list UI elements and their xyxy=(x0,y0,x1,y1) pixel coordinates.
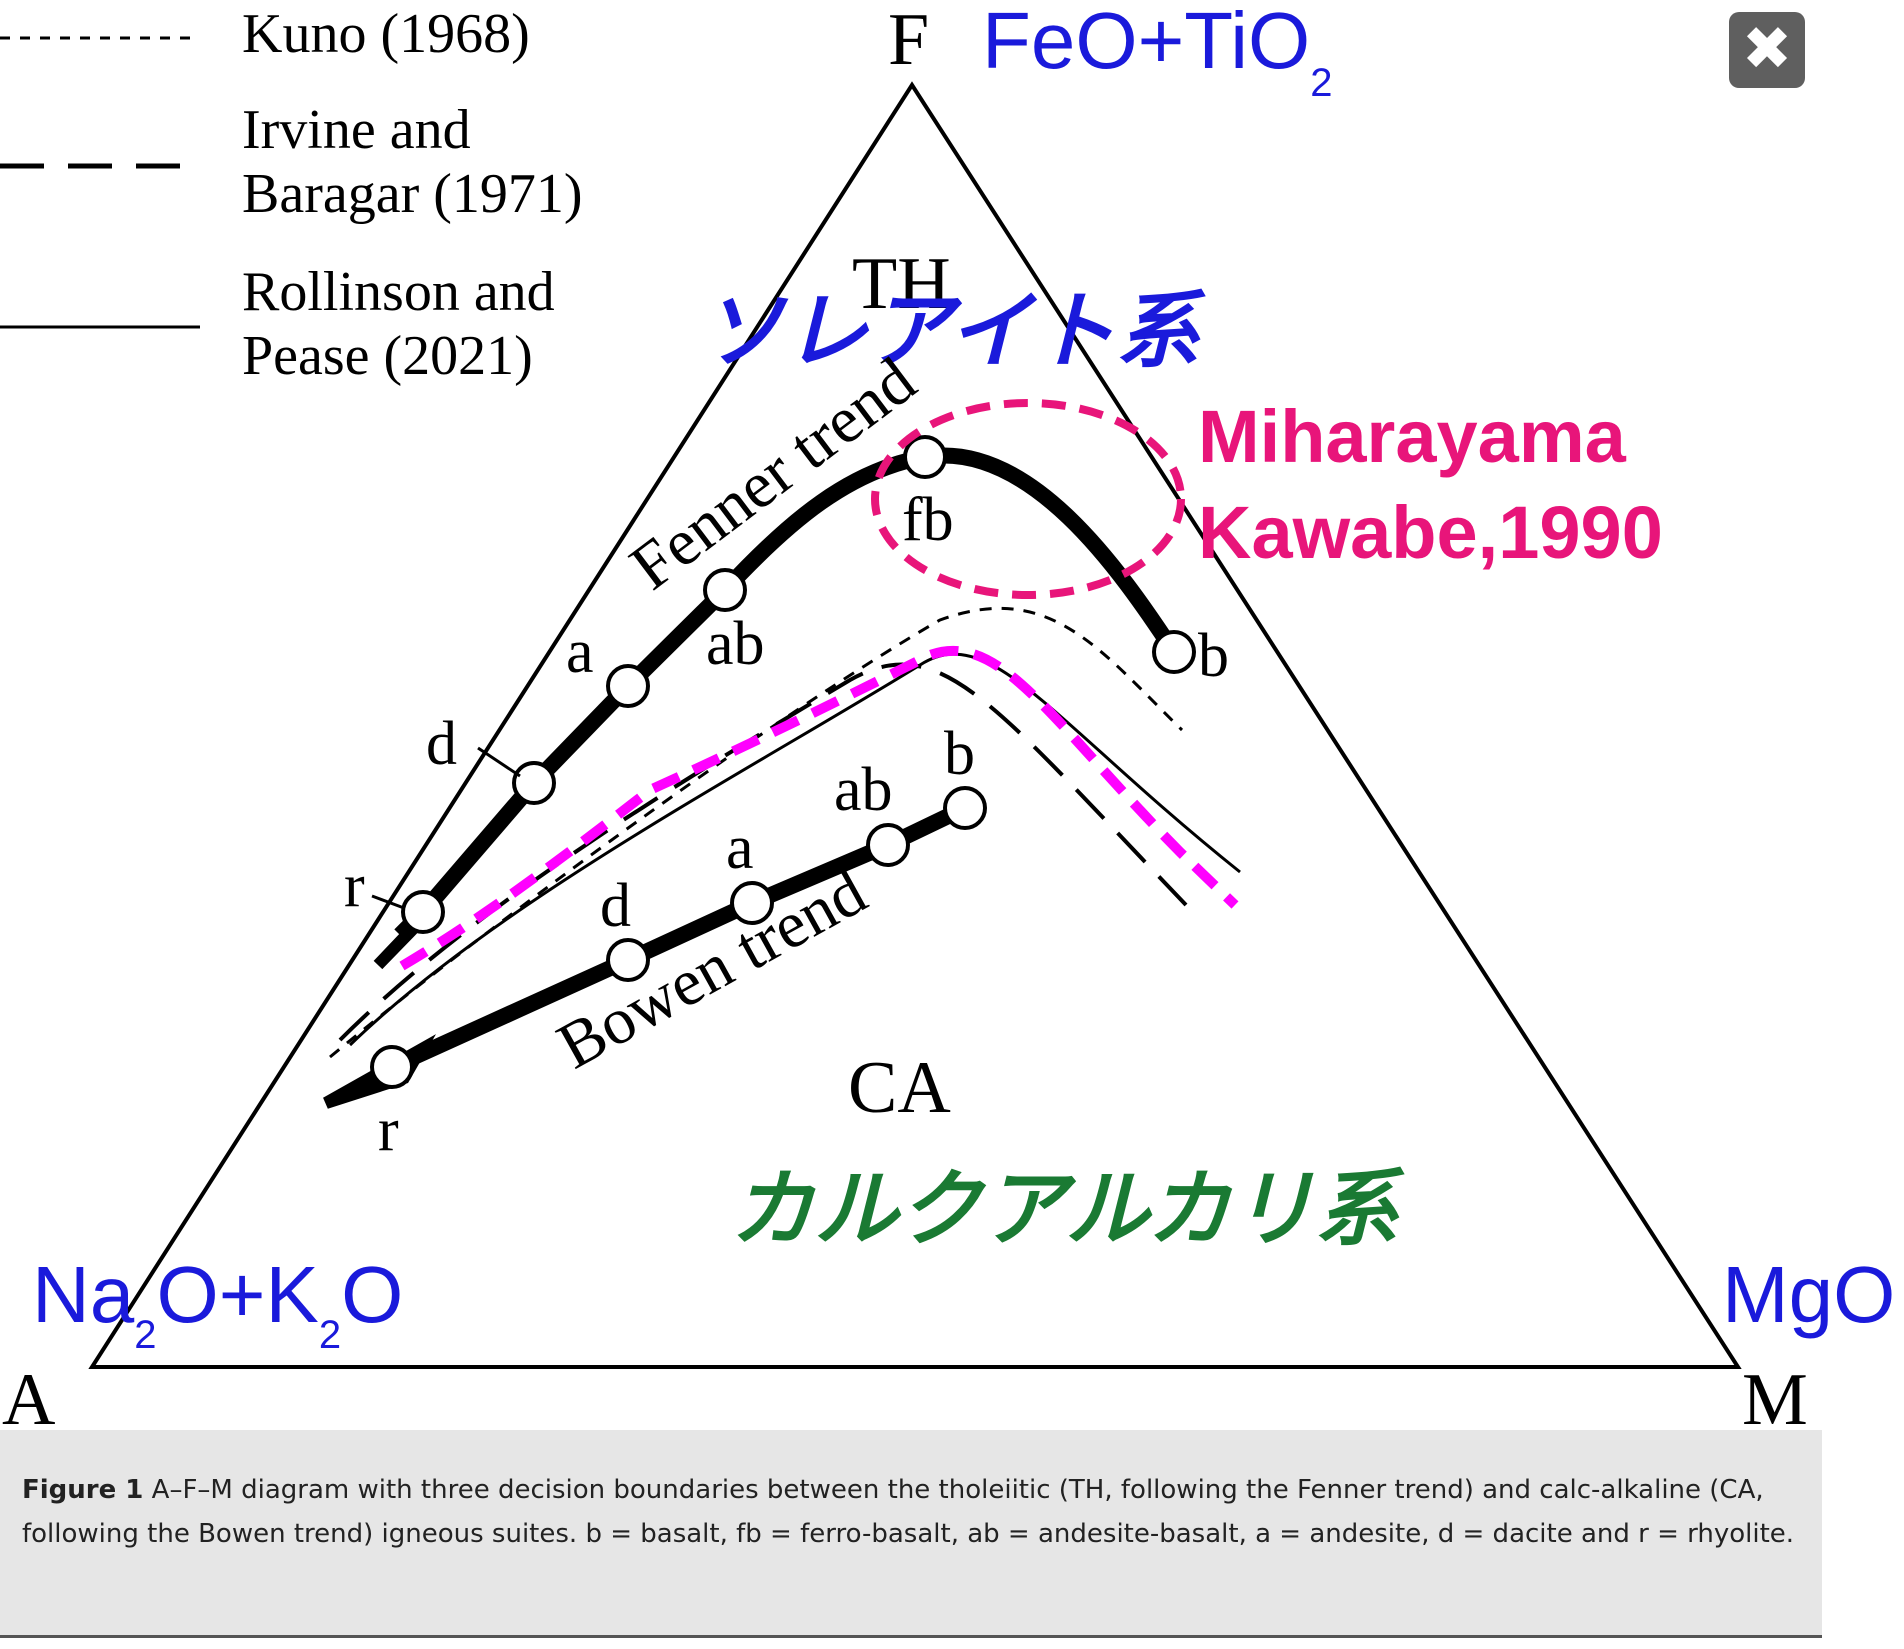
fenner-label-b: b xyxy=(1198,622,1229,690)
fenner-point-a xyxy=(606,664,650,708)
field-label-calcalkali-jp: カルクアルカリ系 xyxy=(730,1160,1406,1258)
bowen-label-r: r xyxy=(378,1096,399,1164)
boundary-rollinson-pease xyxy=(348,652,1241,1047)
legend-label-rollinson-1: Rollinson and xyxy=(242,261,555,323)
field-label-th: TH xyxy=(852,243,951,325)
fenner-points xyxy=(401,435,1196,934)
field-label-ca: CA xyxy=(848,1047,951,1129)
miharayama-ellipse xyxy=(871,399,1185,599)
legend: Kuno (1968) Irvine and Baragar (1971) Ro… xyxy=(0,3,583,387)
boundary-magenta-dashed xyxy=(399,645,1239,971)
fenner-point-d xyxy=(512,761,556,805)
fenner-point-b xyxy=(1152,630,1196,674)
fenner-point-fb xyxy=(903,435,947,479)
bowen-point-ab xyxy=(866,823,910,867)
bowen-point-b xyxy=(943,786,987,830)
bowen-label-a: a xyxy=(726,814,754,882)
fenner-label-r: r xyxy=(344,852,365,920)
component-label-feo-tio2: FeO+TiO2 xyxy=(982,0,1332,105)
bowen-label-b: b xyxy=(944,720,975,788)
figure-caption: Figure 1 A–F–M diagram with three decisi… xyxy=(0,1430,1822,1638)
legend-label-irvine-1: Irvine and xyxy=(242,99,471,161)
fenner-trend-line xyxy=(394,447,1181,941)
bowen-label-d: d xyxy=(600,872,631,940)
component-label-mgo: MgO xyxy=(1722,1250,1895,1339)
afm-triangle xyxy=(88,81,1742,1369)
legend-label-irvine-2: Baragar (1971) xyxy=(242,163,583,225)
bowen-point-a xyxy=(730,881,774,925)
bowen-point-d xyxy=(606,938,650,982)
fenner-leader-d xyxy=(477,746,521,778)
bowen-label-ab: ab xyxy=(834,756,893,824)
fenner-label-d: d xyxy=(426,710,457,778)
fenner-label-ab: ab xyxy=(706,610,765,678)
bowen-points xyxy=(370,786,987,1089)
fenner-leader-r xyxy=(371,894,405,910)
fenner-point-ab xyxy=(703,568,747,612)
caption-label: Figure 1 xyxy=(22,1475,144,1505)
vertex-label-f: F xyxy=(888,0,929,81)
fenner-label-a: a xyxy=(566,618,594,686)
vertex-label-m: M xyxy=(1742,1359,1808,1441)
close-button[interactable]: ✖ xyxy=(1729,12,1805,88)
fenner-label-fb: fb xyxy=(902,486,954,554)
annotation-miharayama: Miharayama xyxy=(1198,395,1627,478)
bowen-point-r xyxy=(370,1045,414,1089)
component-label-na2o-k2o: Na2O+K2O xyxy=(32,1250,403,1357)
annotation-kawabe: Kawabe,1990 xyxy=(1198,491,1663,574)
caption-text: A–F–M diagram with three decision bounda… xyxy=(22,1475,1795,1549)
legend-label-kuno: Kuno (1968) xyxy=(242,3,530,65)
field-label-tholeiite-jp: ソレアイト系 xyxy=(700,282,1207,380)
legend-label-rollinson-2: Pease (2021) xyxy=(242,325,533,387)
fenner-point-r xyxy=(401,890,445,934)
vertex-label-a: A xyxy=(2,1359,55,1441)
